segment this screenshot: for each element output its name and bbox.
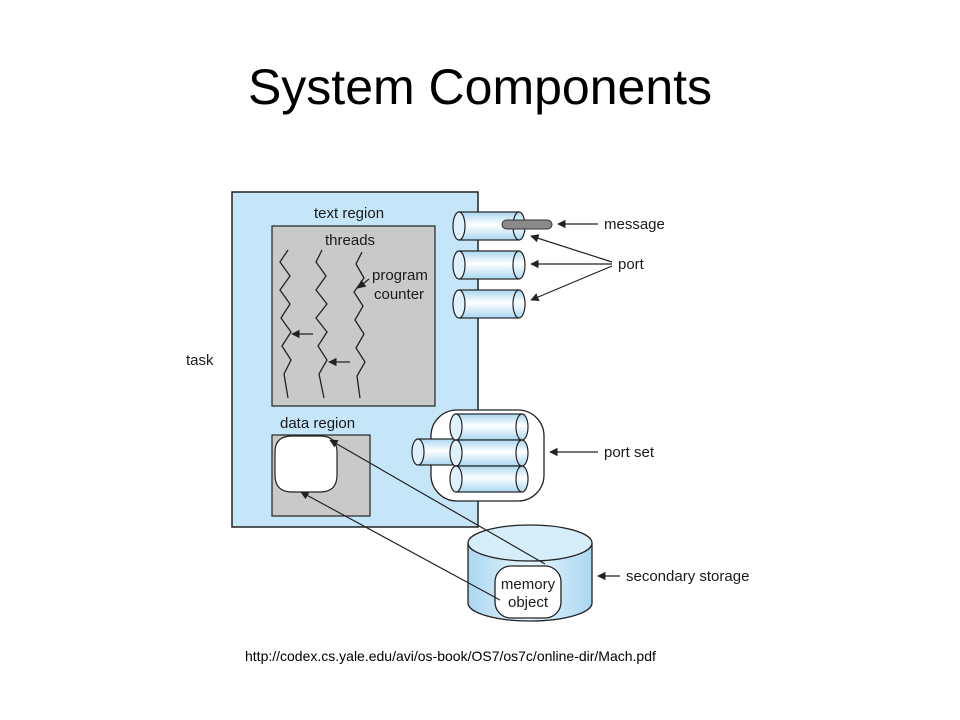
memory-object-label-1: memory (501, 576, 556, 593)
data-region-label: data region (280, 415, 355, 432)
port-arrow-1 (530, 234, 613, 263)
mapped-memory-blob (274, 435, 338, 493)
message-label: message (604, 216, 665, 233)
mapping-arrow-lower (300, 491, 501, 601)
port-set-port-2 (449, 439, 529, 467)
port-set-label: port set (604, 444, 655, 461)
thread-line-2 (315, 249, 328, 399)
memory-object-label-2: object (508, 594, 549, 611)
thread-line-1 (279, 249, 292, 399)
secondary-storage-label: secondary storage (626, 568, 749, 585)
port-set-port-1 (449, 413, 529, 441)
port-set-port-3 (449, 465, 529, 493)
port-2 (452, 250, 526, 280)
text-region-label: text region (314, 205, 384, 222)
program-counter-label-2: counter (374, 286, 424, 303)
source-url: http://codex.cs.yale.edu/avi/os-book/OS7… (245, 648, 656, 664)
memory-object (494, 565, 562, 619)
task-label: task (186, 352, 214, 369)
port-label: port (618, 256, 645, 273)
port-arrow-3 (530, 265, 613, 301)
slide-title: System Components (247, 59, 713, 115)
threads-region (271, 225, 436, 407)
thread-line-3 (353, 251, 366, 399)
port-3 (452, 289, 526, 319)
mapping-arrow-upper (329, 439, 546, 565)
program-counter-label-1: program (372, 267, 428, 284)
threads-label: threads (325, 232, 375, 249)
message-block (501, 219, 553, 230)
program-counter-arrow-3 (357, 278, 370, 289)
